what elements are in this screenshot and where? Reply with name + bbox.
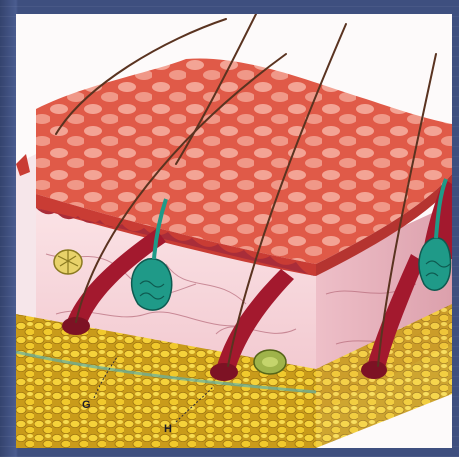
skin-cross-section: G H <box>16 14 452 448</box>
skin-illustration: G H <box>16 14 452 448</box>
sebaceous-gland <box>54 250 82 274</box>
pacinian-corpuscle <box>254 350 286 374</box>
label-h: H <box>164 423 172 435</box>
label-g: G <box>82 399 91 411</box>
